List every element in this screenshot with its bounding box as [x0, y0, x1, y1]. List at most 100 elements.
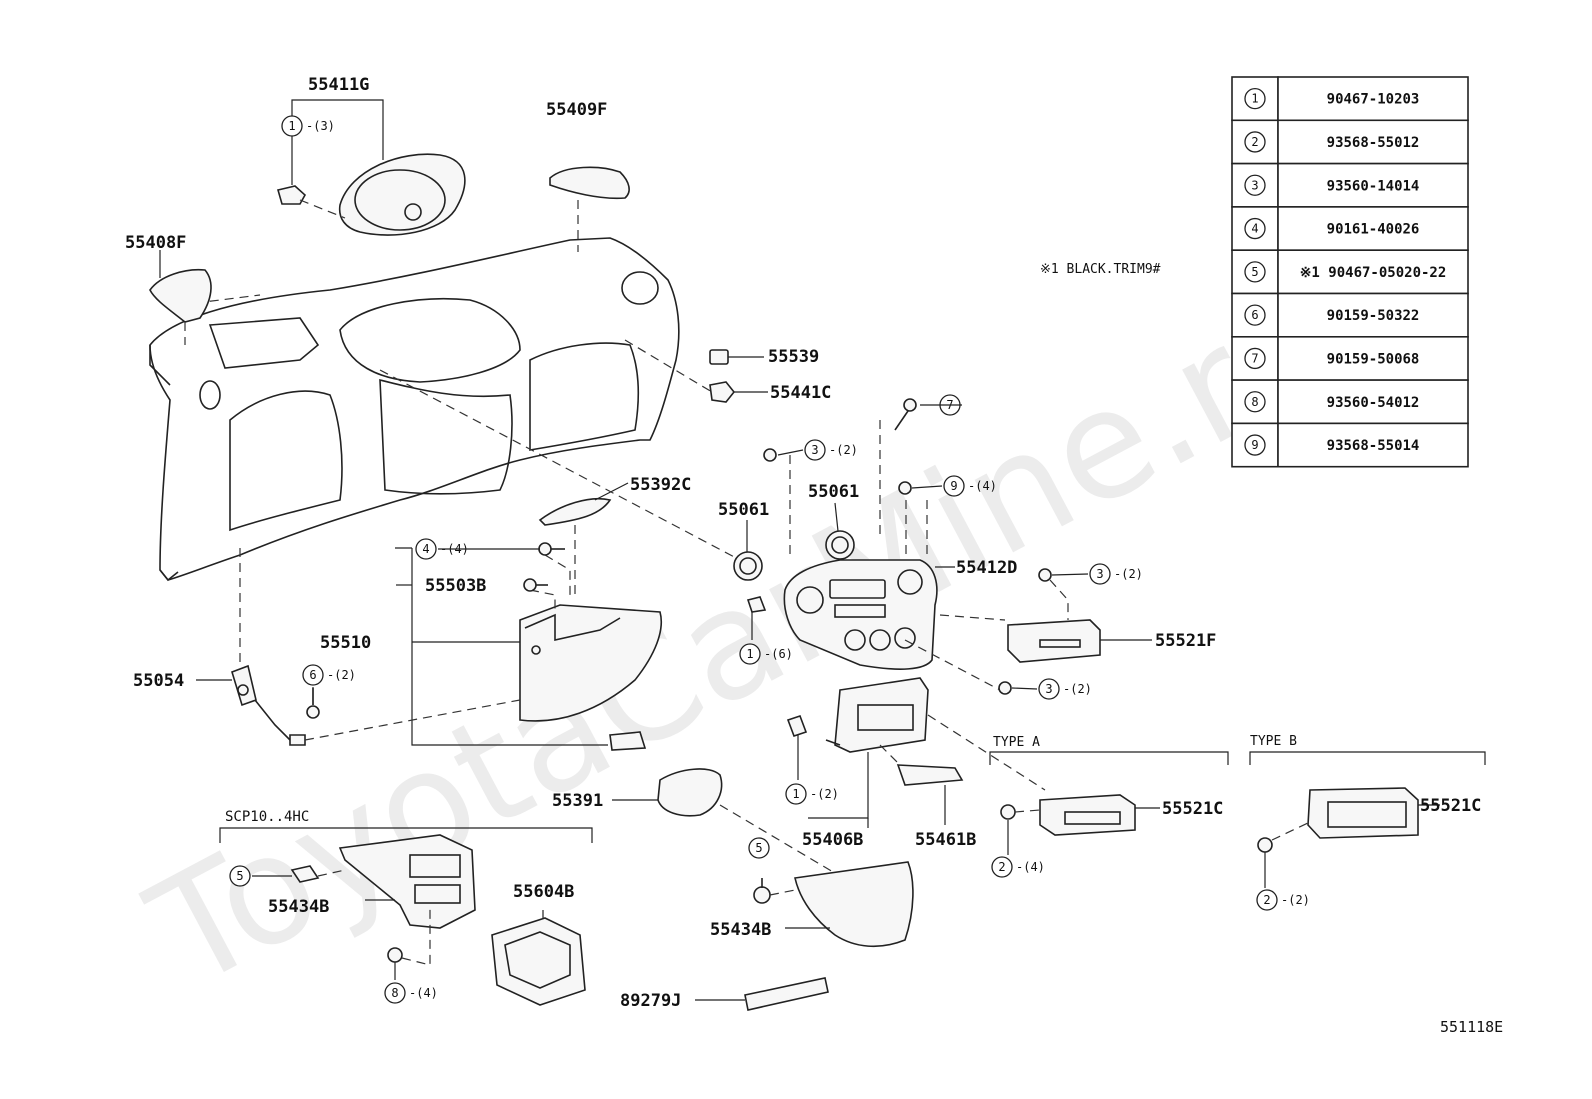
label-55406B: 55406B [802, 830, 863, 850]
callout-6: 6 -(2) [302, 664, 356, 686]
table-row-part-number: 90467-10203 [1327, 92, 1420, 108]
center-cluster-55412D [379, 369, 1006, 691]
callout-number: 4 [422, 542, 429, 556]
clips-55539-55441C [624, 339, 768, 403]
table-row-number: 1 [1251, 92, 1258, 106]
trim-89279J [695, 977, 829, 1011]
label-55054: 55054 [133, 671, 184, 691]
callout-quantity: -(3) [306, 119, 335, 133]
trim-note: ※1 BLACK.TRIM9# [1040, 262, 1161, 277]
callout-quantity: -(4) [1016, 860, 1045, 874]
callout-1-top: 1 -(3) [281, 115, 335, 137]
callout-number: 2 [998, 860, 1005, 874]
table-row-number: 3 [1251, 178, 1258, 192]
table-row-part-number: 93568-55014 [1327, 438, 1420, 454]
table-row-number: 2 [1251, 135, 1258, 149]
callout-number: 6 [309, 668, 316, 682]
callout-quantity: -(2) [327, 668, 356, 682]
label-55604B: 55604B [513, 882, 574, 902]
callout-number: 1 [288, 119, 295, 133]
callout-3-c: 3-(2) [1038, 678, 1092, 700]
callout-number: 1 [746, 647, 753, 661]
callout-quantity: -(2) [810, 787, 839, 801]
label-55409F: 55409F [546, 100, 607, 120]
table-row-part-number: 93568-55012 [1327, 135, 1420, 151]
callout-circle [748, 837, 770, 859]
callout-circle [302, 664, 324, 686]
callout-circle [943, 475, 965, 497]
table-row-number: 8 [1251, 395, 1258, 409]
table-row-number: 4 [1251, 222, 1258, 236]
callout-5-right: 5 [748, 837, 770, 859]
knobs-55061 [733, 502, 855, 581]
callout-number: 3 [811, 443, 818, 457]
callout-number: 5 [236, 869, 243, 883]
ashtray-55521F [1007, 579, 1152, 663]
instrument-panel-drawing [149, 237, 680, 582]
label-55061-right: 55061 [808, 482, 859, 502]
callout-number: 1 [792, 787, 799, 801]
callout-quantity: -(6) [764, 647, 793, 661]
callout-circle [229, 865, 251, 887]
table-row: 2 93568-55012 [1231, 119, 1469, 165]
label-55411G: 55411G [308, 75, 369, 95]
callout-circle [991, 856, 1013, 878]
label-scp: SCP10..4HC [225, 809, 309, 825]
callout-3-b: 3-(2) [1089, 563, 1143, 585]
label-55521C-type-a: 55521C [1162, 799, 1223, 819]
label-55539: 55539 [768, 347, 819, 367]
label-55408F: 55408F [125, 233, 186, 253]
table-row-part-number: 90159-50322 [1327, 308, 1420, 324]
label-55461B: 55461B [915, 830, 976, 850]
callout-9: 9-(4) [943, 475, 997, 497]
table-row-number: 9 [1251, 438, 1258, 452]
callout-circle [415, 538, 437, 560]
label-55434B-right: 55434B [710, 920, 771, 940]
callout-2-b: 2 -(2) [1256, 889, 1310, 911]
callouts: 1-(3) 7 3-(2) 9-(4) 4-(4) 3-(2) 6-(2) 1-… [229, 115, 1310, 1004]
table-row: 3 93560-14014 [1231, 162, 1469, 208]
callout-circle [739, 643, 761, 665]
pocket-55461B [879, 744, 964, 825]
cover-55434B-right [753, 861, 914, 948]
callout-circle [804, 439, 826, 461]
callout-circle [1038, 678, 1060, 700]
table-row-part-number: ※1 90467-05020-22 [1300, 265, 1447, 281]
label-55392C: 55392C [630, 475, 691, 495]
callout-1-low: 1 -(2) [785, 783, 839, 805]
callout-1-mid: 1 -(6) [739, 643, 793, 665]
table-row-number: 7 [1251, 351, 1258, 365]
callout-quantity: -(2) [1281, 893, 1310, 907]
callout-number: 2 [1263, 893, 1270, 907]
table-row-part-number: 93560-14014 [1327, 178, 1420, 194]
table-row: 1 90467-10203 [1231, 76, 1469, 122]
label-55510: 55510 [320, 633, 371, 653]
vent-cover-55409F [549, 166, 630, 252]
callout-5-left: 5 [229, 865, 251, 887]
callout-number: 5 [755, 841, 762, 855]
callout-circle [785, 783, 807, 805]
label-89279J: 89279J [620, 991, 681, 1011]
parts-table: 1 90467-10203 2 93568-55012 3 93560-14014 4 901… [1231, 76, 1469, 468]
diagram-code: 551118E [1440, 1018, 1503, 1036]
cover-55392C [538, 482, 629, 600]
callout-2-a: 2 -(4) [991, 856, 1045, 878]
callout-circle [384, 982, 406, 1004]
bracket-55406B [786, 677, 1046, 828]
table-row: 5※1 90467-05020-22 [1231, 249, 1469, 295]
cover-55391 [612, 768, 851, 883]
callout-circle [281, 115, 303, 137]
scp-group [219, 827, 593, 1006]
side-cover-55408F [149, 250, 212, 345]
callout-circle [1089, 563, 1111, 585]
callout-quantity: -(2) [829, 443, 858, 457]
callout-number: 9 [950, 479, 957, 493]
label-55503B: 55503B [425, 576, 486, 596]
type-a-55521C [989, 751, 1229, 855]
screws [523, 398, 1052, 695]
callout-3-a: 3 -(2) [804, 439, 858, 461]
